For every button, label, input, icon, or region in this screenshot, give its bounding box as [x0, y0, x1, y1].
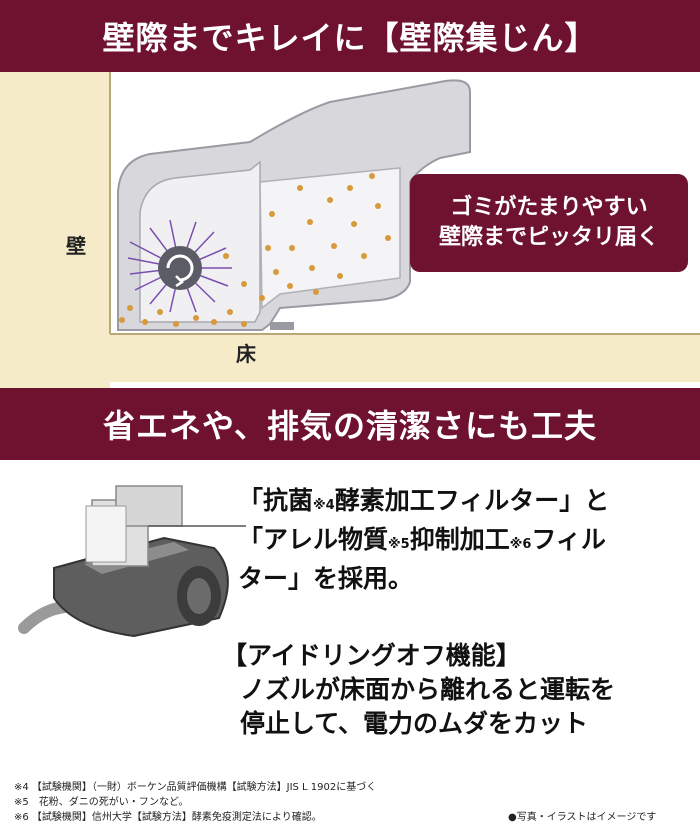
section-banner-wall-cleaning: 壁際までキレイに【壁際集じん】 — [0, 0, 700, 72]
image-disclaimer: ●写真・イラストはイメージです — [508, 812, 657, 823]
filter-line3: ター」を採用。 — [238, 564, 414, 593]
filter-line1: 「抗菌※4酵素加工フィルター」と — [238, 486, 610, 515]
footnote-5: ※5 花粉、ダニの死がい・フンなど。 — [14, 797, 189, 808]
idle-off-line2: 停止して、電力のムダをカット — [240, 709, 589, 738]
vacuum-filter-illustration — [18, 485, 246, 638]
wall-area — [0, 72, 110, 388]
banner-title: 省エネや、排気の清潔さにも工夫 — [102, 407, 598, 445]
filter-description: 「抗菌※4酵素加工フィルター」と 「アレル物質※5抑制加工※6フィル ター」を採… — [238, 484, 678, 596]
rotating-brush-icon — [158, 246, 202, 290]
banner-title: 壁際までキレイに【壁際集じん】 — [102, 19, 598, 57]
footnote-6: ※6 【試験機関】信州大学【試験方法】酵素免疫測定法により確認。 — [14, 812, 322, 823]
callout-box: ゴミがたまりやすい 壁際までピッタリ届く — [410, 174, 688, 272]
floor-area — [110, 334, 700, 382]
wall-label: 壁 — [66, 234, 86, 258]
callout-line1: ゴミがたまりやすい — [450, 195, 648, 221]
nozzle-diagram — [0, 72, 700, 388]
callout-line2: 壁際までピッタリ届く — [438, 225, 659, 250]
idle-off-line1: ノズルが床面から離れると運転を — [240, 675, 616, 704]
nozzle-inner — [139, 160, 261, 323]
section-banner-eco: 省エネや、排気の清潔さにも工夫 — [0, 388, 700, 460]
dust-particles — [119, 173, 391, 327]
filter-line2: 「アレル物質※5抑制加工※6フィル — [238, 525, 606, 554]
footnote-4: ※4 【試験機関】（一財）ボーケン品質評価機構【試験方法】JIS L 1902に… — [14, 782, 377, 793]
idle-off-title: 【アイドリングオフ機能】 — [222, 641, 521, 670]
floor-label: 床 — [236, 342, 256, 366]
